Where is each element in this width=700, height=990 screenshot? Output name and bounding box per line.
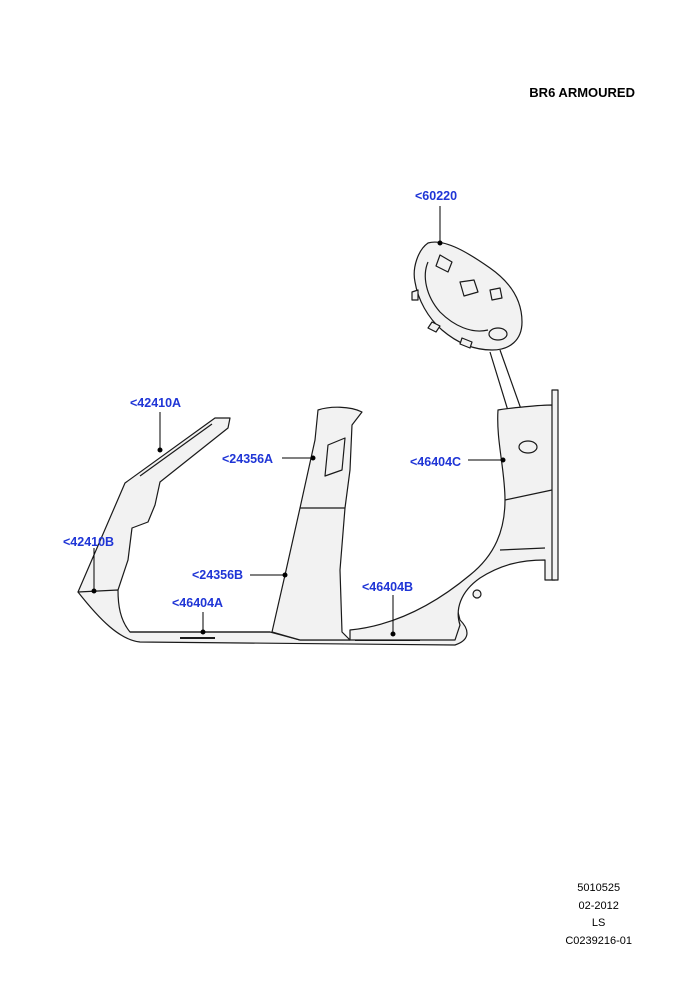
callout-42410B[interactable]: <42410B	[63, 535, 115, 549]
footer-line-2: 02-2012	[578, 899, 619, 912]
callout-24356B[interactable]: <24356B	[192, 568, 244, 582]
callout-46404B[interactable]: <46404B	[362, 580, 414, 594]
footer-line-1: 5010525	[577, 882, 621, 894]
callout-46404A[interactable]: <46404A	[172, 596, 224, 610]
callout-24356A[interactable]: <24356A	[222, 452, 274, 466]
callout-46404C[interactable]: <46404C	[410, 455, 462, 469]
footer-line-4: C0239216-01	[565, 934, 632, 947]
part-46404C-panel	[349, 389, 559, 641]
drawing-footer: 5010525 02-2012 LS C0239216-01	[565, 880, 632, 950]
diagram-title: BR6 ARMOURED	[529, 85, 635, 100]
part-60220-cover	[411, 241, 523, 351]
callout-42410A[interactable]: <42410A	[130, 396, 182, 410]
footer-line-3: LS	[591, 917, 606, 929]
callout-60220[interactable]: <60220	[415, 189, 458, 203]
part-24356-pillar	[271, 406, 363, 641]
